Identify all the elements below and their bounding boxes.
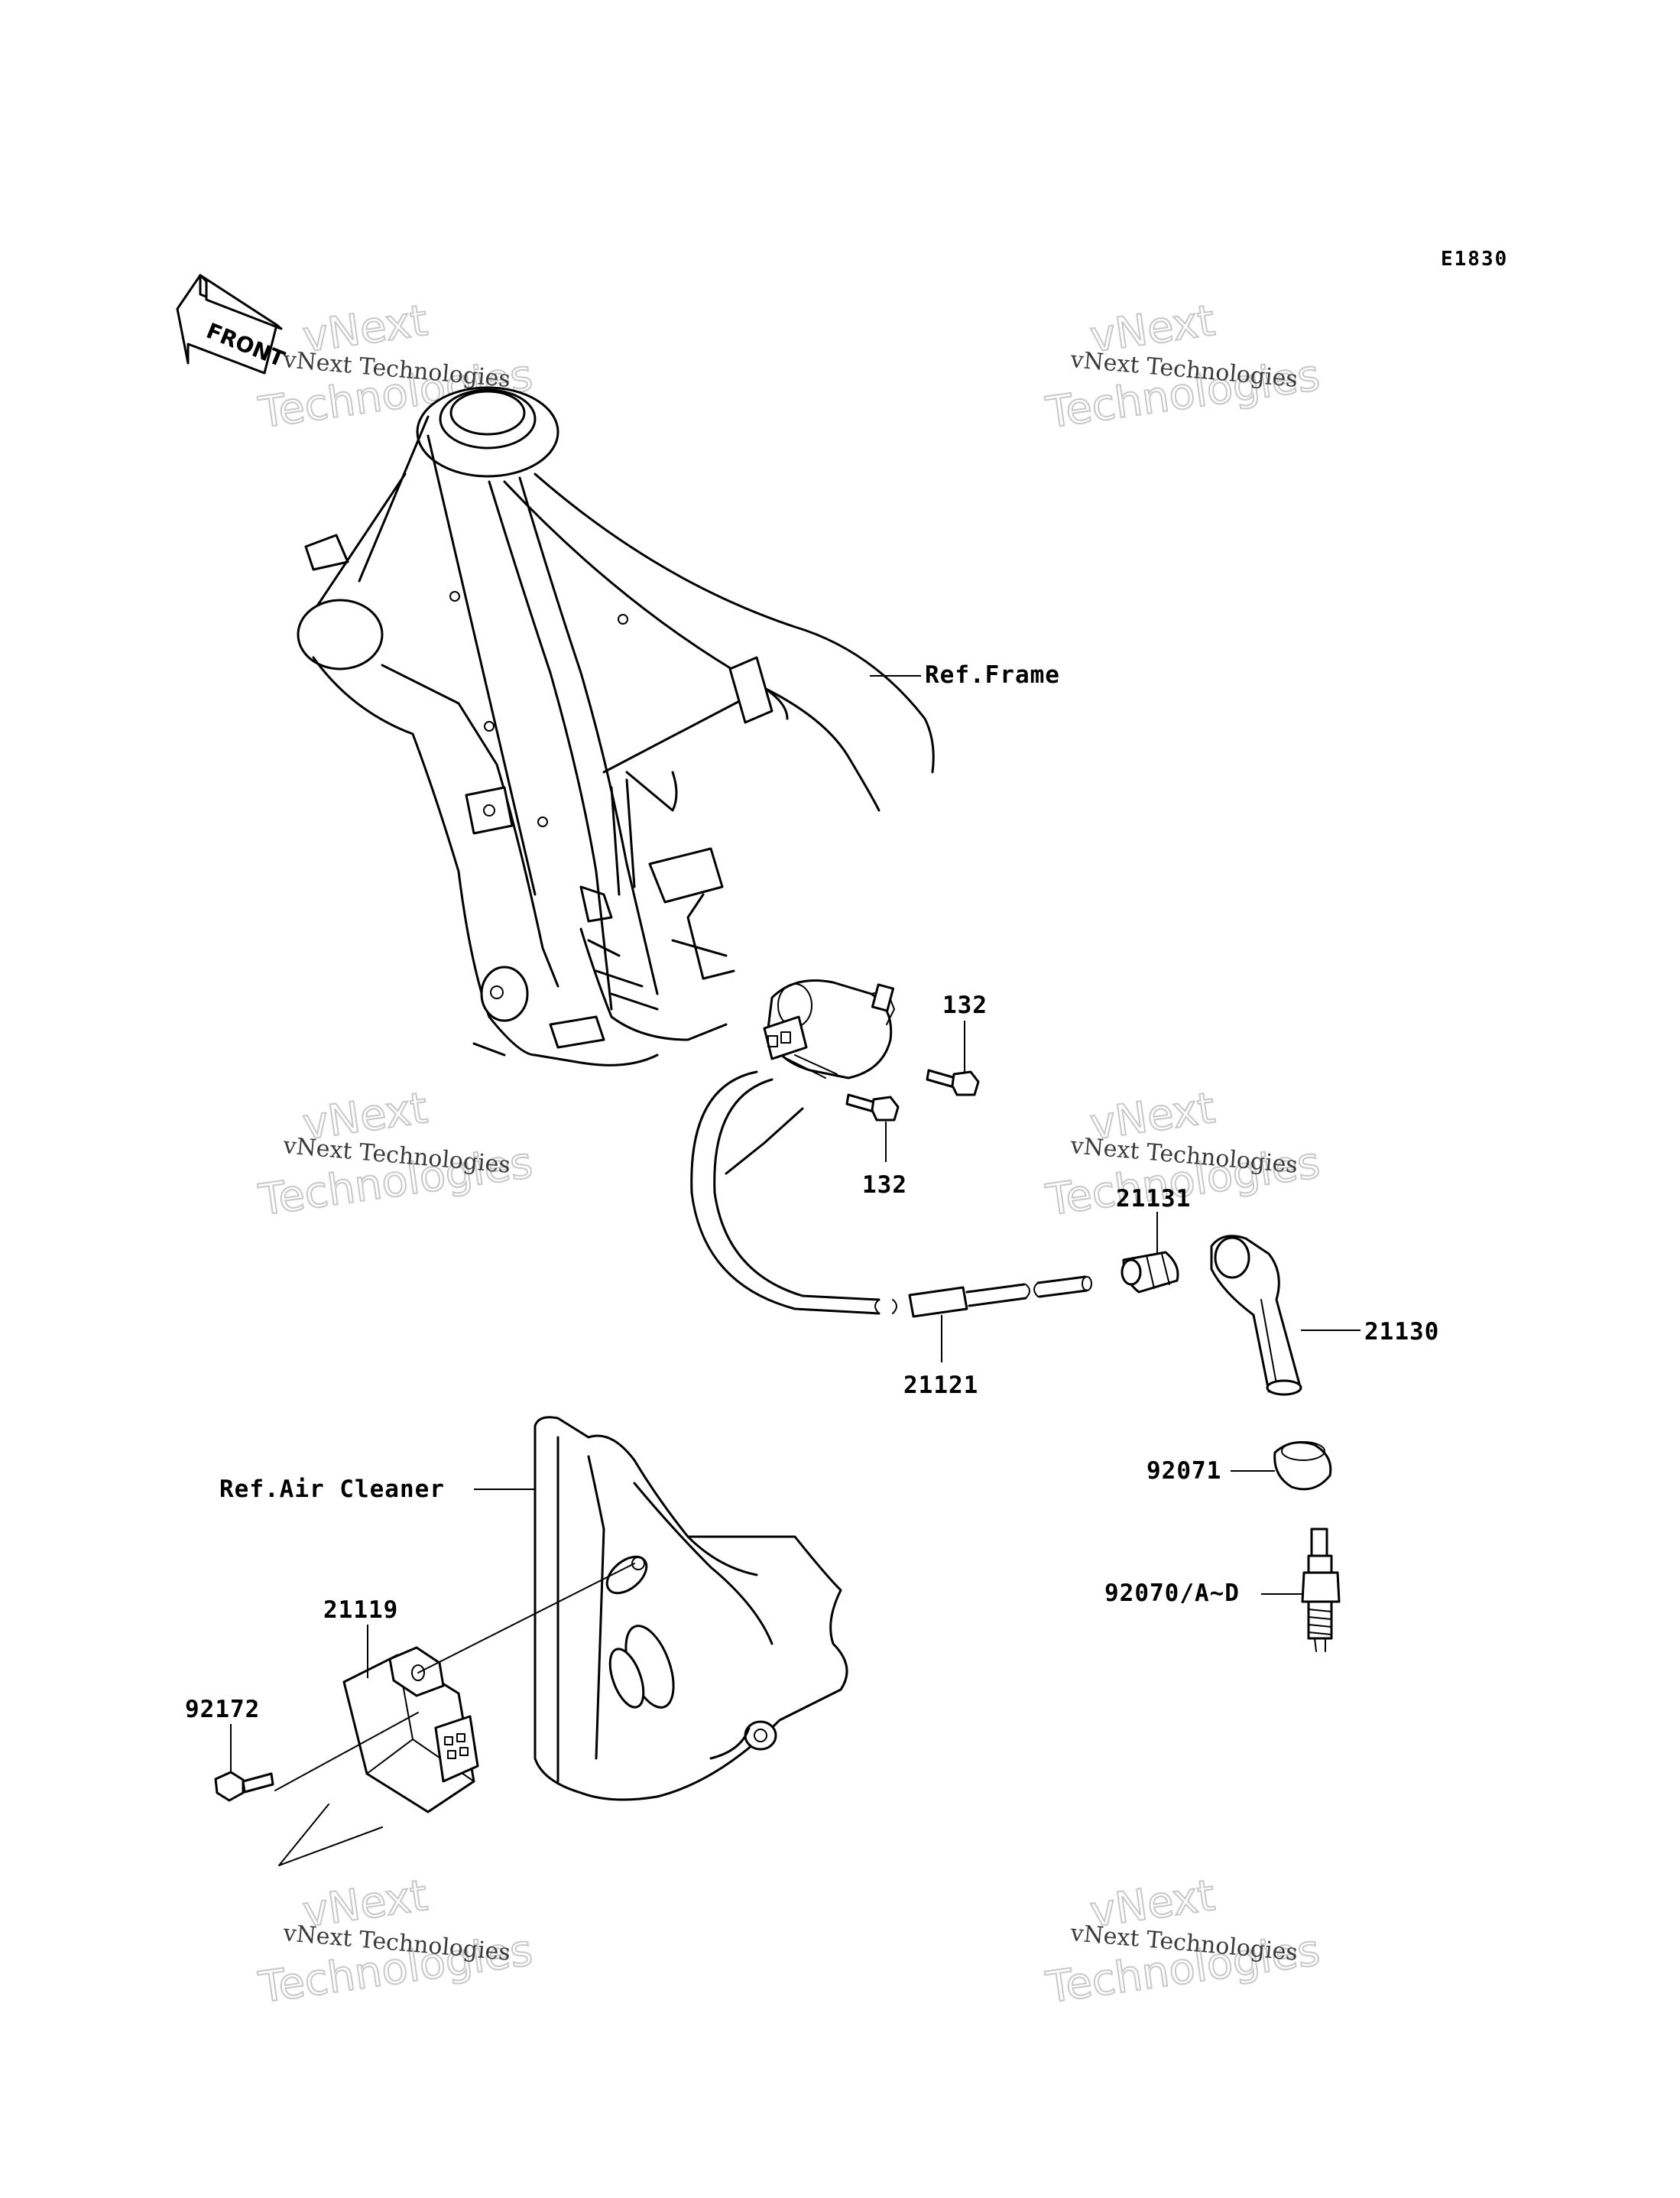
- part-label-92172: 92172: [185, 1696, 260, 1723]
- bolt-132-lower: [845, 1093, 900, 1122]
- ignition-coil: [763, 979, 895, 1080]
- front-arrow-icon: FRONT: [176, 274, 288, 375]
- air-cleaner-drawing: [534, 1416, 848, 1801]
- part-label-21121: 21121: [903, 1372, 978, 1399]
- seal-92071: [1273, 1441, 1332, 1491]
- part-label-132-lower: 132: [862, 1171, 907, 1199]
- part-label-92070: 92070/A~D: [1104, 1580, 1240, 1607]
- spark-plug-92070: [1301, 1528, 1341, 1652]
- high-tension-lead: [690, 1070, 1092, 1318]
- frame-drawing: [297, 386, 935, 1067]
- cdi-unit-21119: [274, 1563, 635, 1813]
- part-label-132-upper: 132: [942, 992, 988, 1019]
- ref-air-cleaner-label: Ref.Air Cleaner: [219, 1476, 445, 1503]
- diagram-code: E1830: [1441, 248, 1508, 271]
- plug-cap-21130: [1210, 1235, 1302, 1396]
- bolt-132-upper: [926, 1069, 980, 1096]
- cap-21131: [1121, 1251, 1179, 1294]
- part-label-21130: 21130: [1364, 1318, 1439, 1346]
- ref-frame-label: Ref.Frame: [925, 661, 1060, 689]
- part-label-21131: 21131: [1116, 1185, 1191, 1213]
- part-label-92071: 92071: [1146, 1457, 1221, 1485]
- bolt-92172: [214, 1771, 274, 1802]
- part-label-21119: 21119: [323, 1596, 398, 1624]
